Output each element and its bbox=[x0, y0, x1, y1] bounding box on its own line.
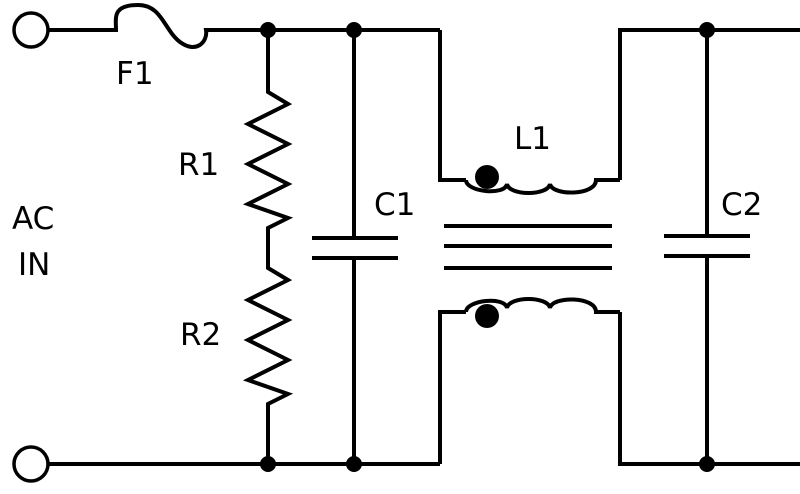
junction-dot bbox=[260, 22, 276, 38]
choke-core-lines bbox=[444, 224, 612, 270]
label-choke-l1: L1 bbox=[514, 121, 551, 157]
capacitor-c1-plates bbox=[312, 236, 398, 260]
choke-winding-top bbox=[464, 178, 620, 195]
input-terminal-top bbox=[12, 11, 50, 49]
output-rail-bottom bbox=[618, 312, 800, 466]
top-rail-with-fuse bbox=[48, 2, 440, 49]
junction-dot bbox=[260, 456, 276, 472]
resistor-branch bbox=[242, 30, 294, 464]
label-ac: AC bbox=[12, 201, 54, 237]
label-capacitor-c1: C1 bbox=[374, 187, 415, 223]
input-terminal-bottom bbox=[12, 445, 50, 483]
output-rail-top bbox=[618, 28, 800, 180]
junction-dot bbox=[346, 22, 362, 38]
junction-dot bbox=[699, 22, 715, 38]
label-fuse: F1 bbox=[116, 56, 154, 92]
choke-top-left-lead bbox=[438, 30, 466, 182]
label-in: IN bbox=[18, 247, 50, 283]
choke-winding-bottom bbox=[464, 297, 620, 314]
choke-bottom-left-lead bbox=[438, 310, 466, 464]
label-resistor-r1: R1 bbox=[178, 147, 219, 183]
junction-dot bbox=[699, 456, 715, 472]
label-resistor-r2: R2 bbox=[180, 317, 221, 353]
junction-dot bbox=[346, 456, 362, 472]
capacitor-c2-plates bbox=[664, 234, 750, 258]
polarity-dot-bottom bbox=[475, 304, 499, 328]
label-capacitor-c2: C2 bbox=[721, 187, 762, 223]
polarity-dot-top bbox=[475, 165, 499, 189]
